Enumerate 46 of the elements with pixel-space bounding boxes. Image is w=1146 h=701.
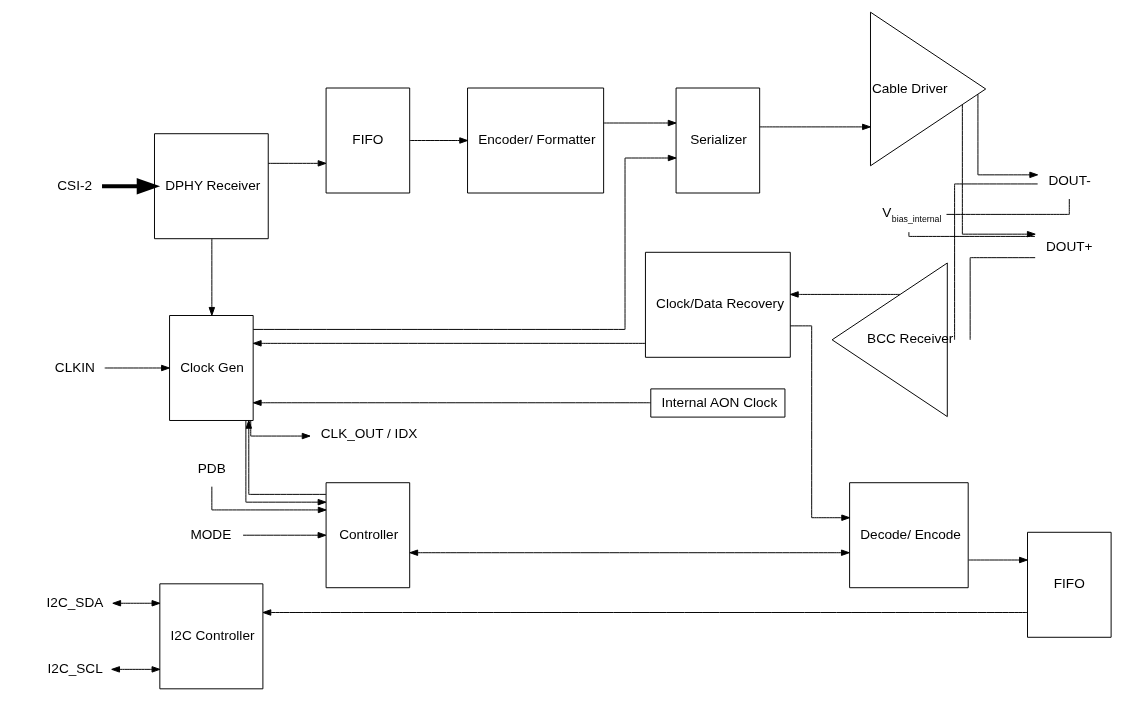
arrow bbox=[602, 119, 676, 127]
node-box: I2C Controller bbox=[158, 583, 263, 690]
arrow bbox=[252, 154, 677, 330]
arrow bbox=[789, 291, 900, 298]
connector bbox=[907, 231, 1035, 237]
connector bbox=[953, 183, 1038, 341]
node-box: Clock/Data Recovery bbox=[644, 251, 791, 358]
node-text: CSI-2 bbox=[56, 177, 92, 193]
node-text: CLKIN bbox=[54, 359, 95, 375]
node-text: PDB bbox=[197, 460, 226, 476]
node-text: I2C_SCL bbox=[47, 660, 103, 676]
node-text: DOUT+ bbox=[1045, 239, 1092, 255]
node-box: Controller bbox=[325, 482, 410, 589]
node-text: MODE bbox=[189, 526, 231, 542]
arrow bbox=[249, 420, 310, 440]
node-text: CLK_OUT / IDX bbox=[320, 425, 417, 441]
arrow bbox=[967, 556, 1028, 564]
arrow bbox=[267, 160, 326, 167]
node-box: Decode/ Encode bbox=[848, 482, 969, 589]
arrow bbox=[101, 178, 160, 195]
node-text: V$_{bias_internal}$ bbox=[881, 205, 941, 225]
node-box: DPHY Receiver bbox=[153, 133, 269, 240]
arrow bbox=[408, 549, 850, 556]
arrow bbox=[252, 399, 651, 406]
node-box: Encoder/ Formatter bbox=[466, 87, 604, 194]
arrow bbox=[262, 609, 1028, 616]
arrow bbox=[758, 123, 871, 131]
arrow bbox=[111, 600, 160, 607]
arrow bbox=[110, 666, 160, 673]
arrow bbox=[242, 532, 326, 539]
node-box: FIFO bbox=[325, 87, 410, 194]
arrow bbox=[961, 104, 1036, 238]
arrow bbox=[976, 93, 1038, 179]
node-box: Internal AON Clock bbox=[649, 388, 785, 418]
node-text: I2C_SDA bbox=[46, 594, 103, 610]
arrow bbox=[789, 325, 850, 521]
node-text: DOUT- bbox=[1047, 172, 1091, 188]
node-box: FIFO bbox=[1026, 531, 1112, 638]
arrow bbox=[252, 340, 646, 347]
node-box: Serializer bbox=[675, 87, 760, 194]
arrow bbox=[208, 238, 215, 316]
arrow bbox=[103, 364, 170, 372]
arrow bbox=[408, 137, 468, 144]
connector bbox=[969, 257, 1036, 341]
node-box: Clock Gen bbox=[168, 315, 254, 421]
arrow bbox=[210, 486, 327, 514]
